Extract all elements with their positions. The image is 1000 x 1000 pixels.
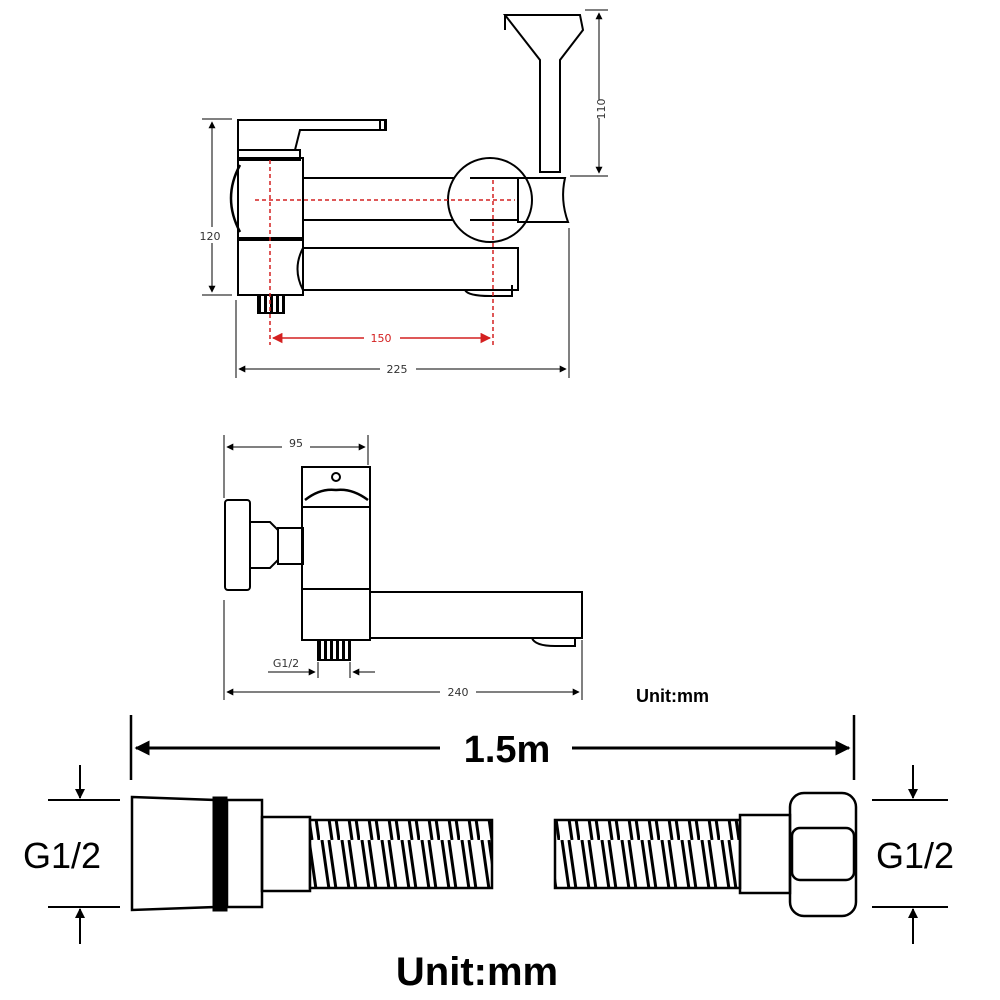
lower-spout bbox=[302, 247, 519, 291]
inlet-thread bbox=[257, 294, 285, 314]
side-aerator bbox=[531, 637, 576, 647]
dimension-centers: 150 bbox=[271, 331, 492, 345]
dimension-length: 240 bbox=[223, 600, 583, 700]
lever-tip bbox=[379, 119, 387, 131]
handle-lever bbox=[237, 119, 386, 151]
hose-drawing bbox=[130, 791, 858, 918]
left-hose-segment bbox=[308, 818, 494, 890]
left-o-ring bbox=[212, 796, 228, 912]
height-dimension-label: 120 bbox=[200, 230, 221, 243]
side-view-unit-label: Unit:mm bbox=[636, 686, 709, 706]
right-thread-label: G1/2 bbox=[876, 835, 954, 876]
width-dimension-label: 225 bbox=[387, 363, 408, 376]
thread-dimension-label: G1/2 bbox=[273, 657, 299, 670]
dimension-hose-length: 1.5m bbox=[129, 715, 856, 780]
dimension-thread: G1/2 bbox=[268, 657, 375, 678]
dimension-left-thread: G1/2 bbox=[23, 765, 120, 944]
spout-aerator bbox=[464, 285, 513, 297]
left-sleeve bbox=[260, 815, 312, 893]
right-hex-nut bbox=[788, 791, 858, 918]
depth-dimension-label: 95 bbox=[289, 437, 303, 450]
left-thread-label: G1/2 bbox=[23, 835, 101, 876]
dimension-depth: 95 bbox=[223, 435, 369, 498]
connector-pipe bbox=[277, 527, 304, 565]
wall-plate bbox=[224, 499, 251, 591]
side-valve-body bbox=[301, 506, 371, 590]
length-dimension-label: 240 bbox=[448, 686, 469, 699]
sprayer-holder bbox=[517, 177, 570, 223]
dimension-handshower: 110 bbox=[570, 9, 615, 177]
dimension-height: 120 bbox=[196, 118, 232, 296]
side-spout bbox=[369, 591, 583, 639]
side-elevation-view bbox=[224, 466, 583, 661]
nut bbox=[249, 521, 279, 569]
centers-dimension-label: 150 bbox=[371, 332, 392, 345]
centerlines bbox=[255, 160, 515, 345]
left-ferrule bbox=[225, 798, 264, 909]
hose-unit-label: Unit:mm bbox=[396, 950, 558, 994]
right-sleeve bbox=[738, 813, 792, 895]
left-cone-fitting bbox=[130, 795, 217, 912]
dimension-width: 225 bbox=[235, 228, 570, 378]
side-lower-body bbox=[301, 588, 371, 641]
right-hose-segment bbox=[553, 818, 742, 890]
front-elevation-view bbox=[229, 14, 585, 314]
hose-length-label: 1.5m bbox=[464, 729, 551, 771]
handshower-dimension-label: 110 bbox=[595, 99, 608, 120]
dimension-right-thread: G1/2 bbox=[872, 765, 954, 944]
cartridge-cap bbox=[237, 149, 301, 161]
side-inlet-thread bbox=[317, 639, 351, 661]
handshower bbox=[502, 14, 585, 173]
